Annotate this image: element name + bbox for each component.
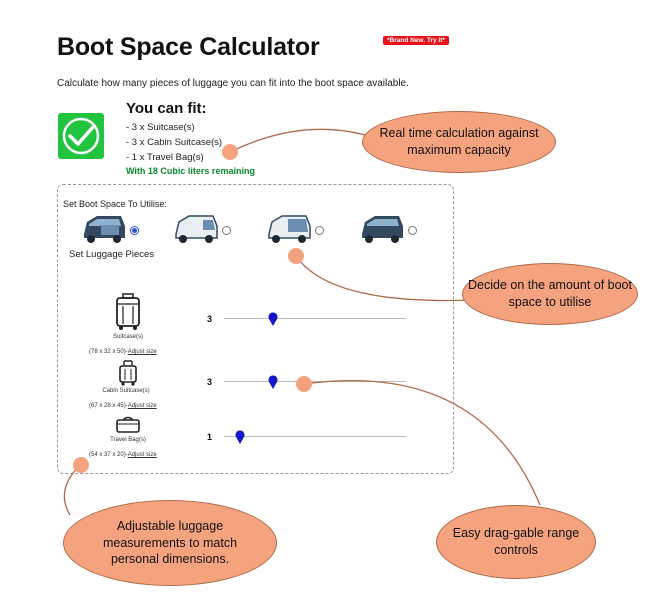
callout-realtime: Real time calculation against maximum ca… bbox=[362, 111, 556, 173]
car-boot-full-icon bbox=[84, 216, 125, 243]
callout-marker bbox=[296, 376, 312, 392]
new-badge: *Brand New. Try It* bbox=[383, 36, 449, 45]
page-description: Calculate how many pieces of luggage you… bbox=[57, 78, 409, 89]
suitcase-slider[interactable] bbox=[224, 312, 406, 326]
slider-track[interactable] bbox=[224, 381, 406, 382]
travel-bag-slider[interactable] bbox=[224, 430, 406, 444]
callout-marker bbox=[222, 144, 238, 160]
item-dims-value: (54 x 37 x 20)- bbox=[89, 452, 128, 458]
cabin-suitcase-slider[interactable] bbox=[224, 375, 406, 389]
result-line: - 3 x Cabin Suitcase(s) bbox=[126, 137, 223, 148]
car-boot-side-icon bbox=[268, 215, 311, 243]
travel-bag-icon bbox=[108, 414, 148, 439]
boot-option-radio[interactable] bbox=[130, 226, 139, 235]
checkmark-icon bbox=[58, 113, 104, 159]
boot-option-radio[interactable] bbox=[222, 226, 231, 235]
page-title: Boot Space Calculator bbox=[57, 33, 320, 61]
boot-option-side[interactable] bbox=[266, 210, 312, 251]
item-count: 3 bbox=[207, 314, 213, 324]
result-line: - 3 x Suitcase(s) bbox=[126, 122, 195, 133]
callout-range-controls: Easy drag-gable range controls bbox=[436, 505, 596, 579]
item-name: Suitcase(s) bbox=[112, 334, 143, 340]
car-boot-open-icon bbox=[362, 216, 403, 243]
slider-thumb[interactable] bbox=[268, 312, 278, 326]
item-dims: (67 x 28 x 45)-Adjust size bbox=[89, 403, 157, 409]
car-boot-rear-icon bbox=[175, 215, 218, 243]
luggage-heading: Set Luggage Pieces bbox=[69, 249, 155, 260]
item-dims: (78 x 32 x 50)-Adjust size bbox=[89, 349, 157, 355]
adjust-size-link[interactable]: Adjust size bbox=[127, 403, 157, 409]
boot-option-full[interactable] bbox=[81, 210, 127, 251]
item-dims-value: (78 x 32 x 50)- bbox=[89, 349, 128, 355]
callout-boot-space: Decide on the amount of boot space to ut… bbox=[462, 263, 638, 325]
item-name: Cabin Suitcase(s) bbox=[102, 388, 150, 394]
calculator-panel bbox=[57, 184, 454, 474]
boot-option-open[interactable] bbox=[359, 210, 405, 251]
item-name: Travel Bag(s) bbox=[110, 437, 146, 443]
adjust-size-link[interactable]: Adjust size bbox=[127, 349, 157, 355]
adjust-size-link[interactable]: Adjust size bbox=[127, 452, 157, 458]
item-dims-value: (67 x 28 x 45)- bbox=[89, 403, 128, 409]
boot-option-rear[interactable] bbox=[173, 210, 219, 251]
remaining-capacity: With 18 Cubic liters remaining bbox=[126, 166, 255, 176]
cabin-suitcase-icon bbox=[108, 360, 148, 391]
suitcase-icon bbox=[108, 292, 148, 337]
slider-track[interactable] bbox=[224, 436, 406, 437]
boot-space-label: Set Boot Space To Utilise: bbox=[63, 199, 167, 209]
result-line: - 1 x Travel Bag(s) bbox=[126, 152, 204, 163]
callout-marker bbox=[288, 248, 304, 264]
slider-track[interactable] bbox=[224, 318, 406, 319]
slider-thumb[interactable] bbox=[268, 375, 278, 389]
item-dims: (54 x 37 x 20)-Adjust size bbox=[89, 452, 157, 458]
boot-option-radio[interactable] bbox=[315, 226, 324, 235]
callout-marker bbox=[73, 457, 89, 473]
result-heading: You can fit: bbox=[126, 100, 207, 117]
slider-thumb[interactable] bbox=[235, 430, 245, 444]
item-count: 3 bbox=[207, 377, 213, 387]
item-count: 1 bbox=[207, 432, 213, 442]
boot-option-radio[interactable] bbox=[408, 226, 417, 235]
callout-measurements: Adjustable luggage measurements to match… bbox=[63, 500, 277, 586]
